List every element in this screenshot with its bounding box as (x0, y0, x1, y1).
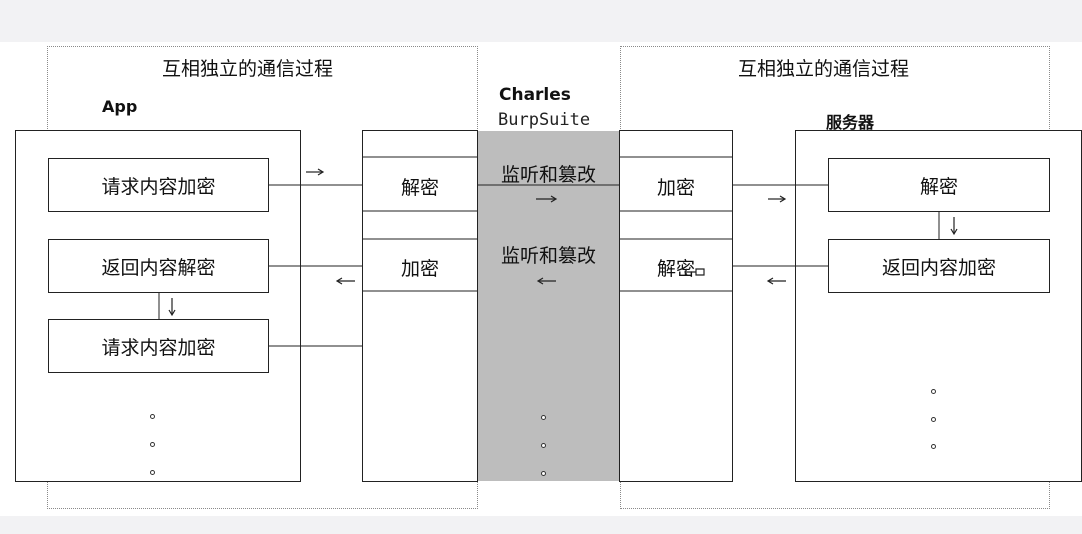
proxy-right-encrypt: 加密 (656, 177, 695, 199)
server-ellipsis-dot (931, 444, 936, 449)
server-label: 服务器 (826, 113, 875, 132)
intercept-bottom-label: 监听和篡改 (500, 245, 596, 267)
proxy-right-container (619, 130, 733, 482)
app-box-request-encrypt-2: 请求内容加密 (48, 319, 269, 373)
right-region-title: 互相独立的通信过程 (738, 58, 910, 80)
intercept-band (477, 131, 620, 481)
server-box-decrypt: 解密 (828, 158, 1050, 212)
app-label: App (102, 97, 138, 116)
band-ellipsis-dot (541, 471, 546, 476)
band-ellipsis-dot (541, 443, 546, 448)
server-ellipsis-dot (931, 389, 936, 394)
hand-cursor-icon (684, 268, 705, 276)
proxy-left-container (362, 130, 478, 482)
left-region-title: 互相独立的通信过程 (162, 58, 334, 80)
band-ellipsis-dot (541, 415, 546, 420)
app-box-request-encrypt: 请求内容加密 (48, 158, 269, 212)
proxy-left-encrypt: 加密 (400, 258, 439, 280)
app-ellipsis-dot (150, 470, 155, 475)
proxy-left-decrypt: 解密 (400, 177, 439, 199)
proxy-right-decrypt: 解密 (656, 258, 695, 280)
charles-label: Charles (499, 85, 571, 105)
app-box-response-decrypt: 返回内容解密 (48, 239, 269, 293)
app-ellipsis-dot (150, 414, 155, 419)
burpsuite-label: BurpSuite (498, 110, 591, 130)
app-ellipsis-dot (150, 442, 155, 447)
server-ellipsis-dot (931, 417, 936, 422)
server-box-response-encrypt: 返回内容加密 (828, 239, 1050, 293)
intercept-top-label: 监听和篡改 (500, 164, 596, 186)
